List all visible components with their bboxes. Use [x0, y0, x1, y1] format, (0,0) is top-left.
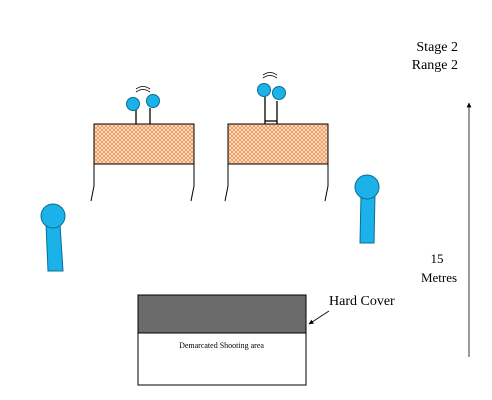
hard-cover-pointer	[308, 310, 330, 325]
left-plate-rack	[126, 86, 160, 124]
steel-plate-icon	[257, 83, 271, 97]
steel-plate-icon	[146, 94, 160, 108]
popper-icon	[359, 193, 376, 244]
right-plate-rack	[257, 72, 286, 124]
left-barricade-left-foot	[90, 185, 95, 202]
swing-indicator-icon	[262, 72, 278, 79]
right-barricade	[224, 123, 329, 202]
distance-value: 15	[430, 251, 444, 266]
hard-cover-label: Hard Cover	[329, 294, 395, 309]
popper-icon	[45, 223, 64, 272]
steel-plate-icon	[126, 97, 140, 111]
range-title: Range 2	[411, 58, 458, 73]
right-barricade-panel	[227, 123, 329, 165]
popper-head-icon	[354, 174, 380, 200]
right-popper-target	[354, 174, 380, 244]
popper-head-icon	[40, 203, 66, 229]
hard-cover-wall	[137, 294, 307, 334]
left-barricade-right-foot	[190, 185, 195, 202]
stage-title: Stage 2	[416, 40, 458, 55]
distance-unit: Metres	[420, 270, 458, 285]
left-popper-target	[40, 203, 66, 272]
right-barricade-left-foot	[224, 185, 229, 202]
left-barricade-panel	[93, 123, 195, 165]
right-barricade-right-foot	[324, 185, 329, 202]
swing-indicator-icon	[135, 86, 151, 93]
shooting-area-label: Demarcated Shooting area	[179, 341, 264, 350]
left-barricade	[90, 123, 195, 202]
steel-plate-icon	[272, 86, 286, 100]
shooting-area-box	[137, 332, 307, 386]
